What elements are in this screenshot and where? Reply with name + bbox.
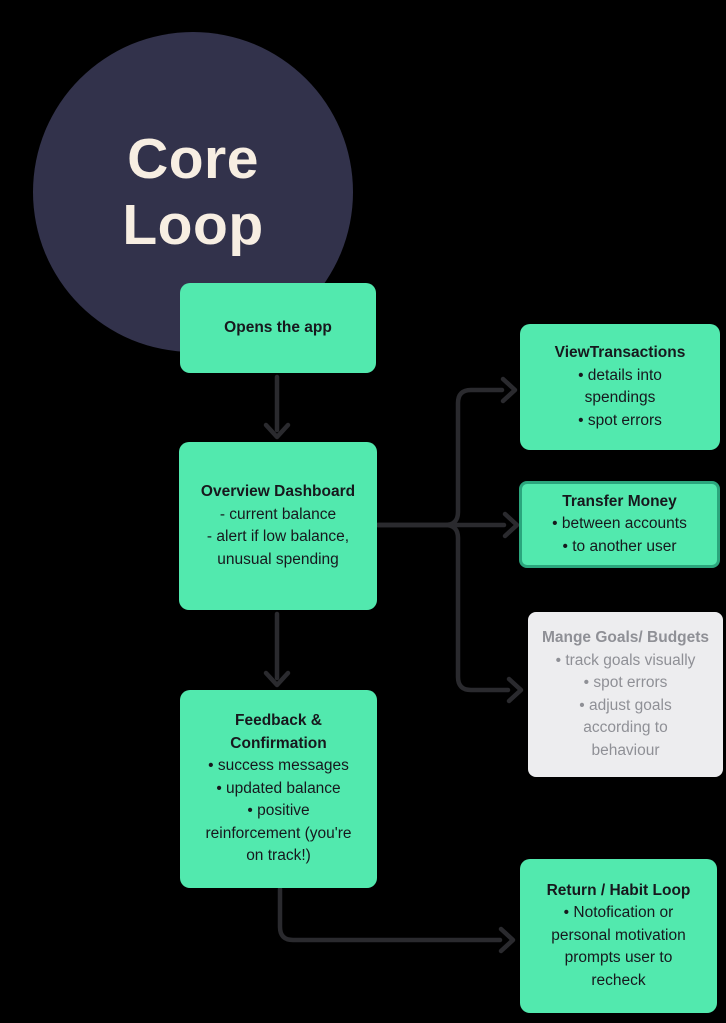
node-transfer-money-title: Transfer Money	[562, 492, 677, 510]
node-overview-dashboard: Overview Dashboard - current balance- al…	[179, 442, 377, 610]
node-view-transactions-title: ViewTransactions	[554, 344, 686, 361]
node-return-habit-loop-title: Return / Habit Loop	[546, 881, 691, 899]
node-opens-the-app-title: Opens the app	[224, 318, 332, 336]
node-manage-goals-budgets-body: • track goals visually• spot errors• adj…	[555, 651, 696, 759]
node-feedback-confirmation-body: • success messages• updated balance• pos…	[205, 757, 352, 865]
arrow-opens-to-overview	[263, 374, 291, 440]
node-transfer-money-body: • between accounts• to another user	[552, 515, 687, 555]
node-manage-goals-budgets-title: Mange Goals/ Budgets	[541, 629, 710, 646]
node-transfer-money: Transfer Money • between accounts• to an…	[519, 481, 720, 568]
node-overview-dashboard-title: Overview Dashboard	[200, 483, 356, 500]
node-overview-dashboard-body: - current balance- alert if low balance,…	[206, 505, 350, 568]
arrow-overview-to-viewtransactions	[375, 376, 518, 528]
arrow-overview-to-feedback	[263, 611, 291, 688]
node-feedback-confirmation-title: Feedback &Confirmation	[230, 712, 327, 752]
node-manage-goals-budgets: Mange Goals/ Budgets • track goals visua…	[528, 612, 723, 777]
node-feedback-confirmation: Feedback &Confirmation • success message…	[180, 690, 377, 888]
arrow-overview-to-goals	[375, 522, 524, 704]
arrow-feedback-to-return	[277, 886, 516, 954]
node-opens-the-app: Opens the app	[180, 283, 376, 373]
